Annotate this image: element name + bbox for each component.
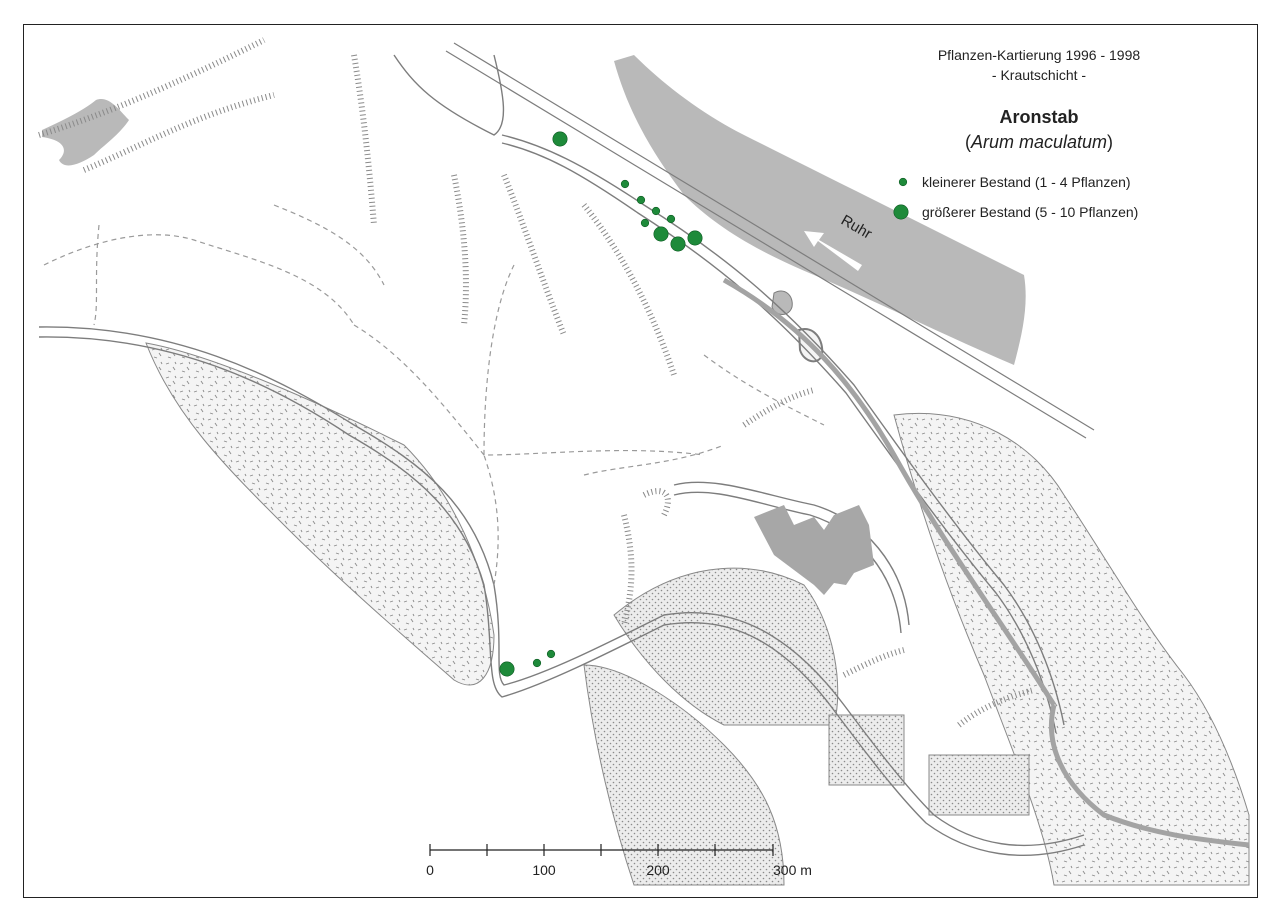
latin-name: Arum maculatum [970, 132, 1107, 152]
legend-small-marker [898, 177, 908, 187]
occurrence-marker-small [620, 179, 630, 189]
highway [722, 277, 1057, 707]
title-survey: Pflanzen-Kartierung 1996 - 1998 [938, 47, 1141, 63]
river-ruhr [614, 55, 1026, 365]
dotted-area-southwest [583, 664, 785, 886]
slope-hatches [38, 37, 1035, 728]
scale-tick-0: 0 [426, 862, 434, 878]
building-complex [754, 505, 874, 595]
river-flow-arrow [804, 231, 862, 271]
legend-large-label: größerer Bestand (5 - 10 Pflanzen) [922, 204, 1138, 220]
dotted-area-field [928, 754, 1030, 816]
occurrence-marker-small [546, 649, 556, 659]
title-latin-line: (Arum maculatum) [965, 132, 1113, 152]
legend-small-label: kleinerer Bestand (1 - 4 Pflanzen) [922, 174, 1131, 190]
occurrence-marker-small [636, 195, 646, 205]
lake-northwest [42, 99, 129, 166]
title-layer: - Krautschicht - [992, 67, 1086, 83]
meadow-area-east [893, 413, 1250, 886]
highway-south [1048, 704, 1250, 848]
scale-tick-200: 200 [646, 862, 670, 878]
title-species: Aronstab [999, 107, 1078, 127]
occurrence-marker-large [687, 230, 703, 246]
footpaths [43, 204, 825, 586]
occurrence-marker-small [640, 218, 650, 228]
latin-paren-close: ) [1107, 132, 1113, 152]
scale-tick-300: 300 m [773, 862, 812, 878]
map-frame: Pflanzen-Kartierung 1996 - 1998 - Krauts… [23, 24, 1258, 898]
legend-large-marker [893, 204, 909, 220]
occurrence-marker-small [532, 658, 542, 668]
occurrence-marker-large [670, 236, 686, 252]
occurrence-marker-small [651, 206, 661, 216]
occurrence-marker-large [499, 661, 515, 677]
map-canvas: Pflanzen-Kartierung 1996 - 1998 - Krauts… [38, 37, 1250, 886]
dotted-area-field-2 [828, 714, 905, 786]
occurrence-markers [499, 131, 703, 677]
railway [445, 42, 1095, 439]
occurrence-marker-large [552, 131, 568, 147]
scale-bar [429, 844, 774, 856]
scale-tick-100: 100 [532, 862, 556, 878]
meadow-area-west [145, 342, 495, 686]
occurrence-marker-small [666, 214, 676, 224]
latin-paren-open: ( [965, 132, 971, 152]
dotted-area-south [613, 567, 839, 726]
occurrence-marker-large [653, 226, 669, 242]
roads [38, 54, 1085, 857]
